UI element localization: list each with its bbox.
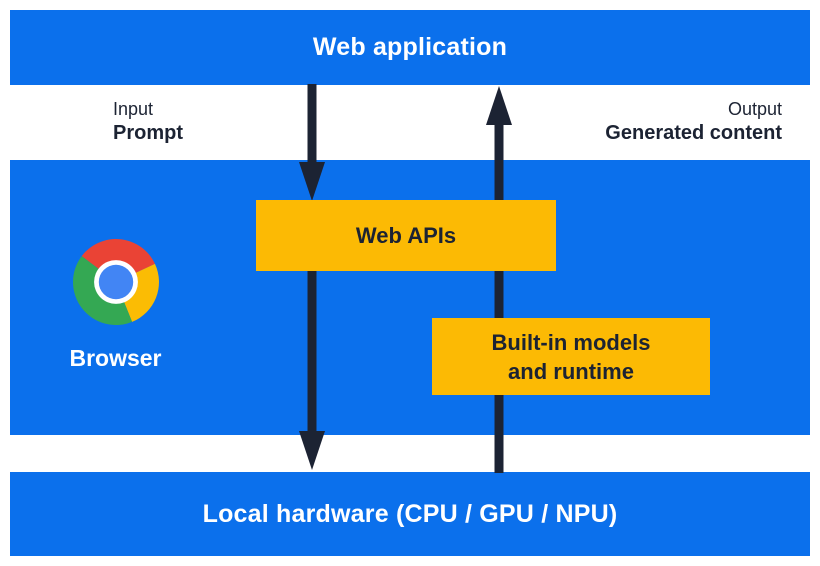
output-kind-label: Output	[727, 99, 782, 119]
web-application-bar: Web application	[10, 10, 810, 85]
input-kind-label: Input	[113, 99, 154, 119]
builtin-models-label-line2: and runtime	[508, 358, 634, 384]
chrome-logo-icon	[72, 239, 159, 325]
output-annotation: Output Generated content	[605, 98, 782, 144]
arrow-down-icon	[299, 431, 325, 470]
web-application-label: Web application	[312, 33, 508, 61]
output-value-label: Generated content	[605, 122, 782, 144]
arrow-down-line	[307, 84, 317, 166]
local-hardware-label: Local hardware (CPU / GPU / NPU)	[202, 499, 618, 528]
builtin-models-label-line1: Built-in models	[491, 329, 651, 355]
chrome-logo-center	[98, 264, 133, 300]
input-annotation: Input Prompt	[113, 98, 183, 144]
local-hardware-bar: Local hardware (CPU / GPU / NPU)	[10, 472, 810, 556]
web-apis-label: Web APIs	[355, 223, 457, 248]
arrow-up-icon	[486, 86, 512, 125]
builtin-models-box: Built-in models and runtime	[432, 318, 710, 395]
web-apis-box: Web APIs	[256, 200, 556, 271]
browser-identity: Browser	[55, 239, 176, 372]
input-value-label: Prompt	[113, 122, 183, 144]
browser-label: Browser	[69, 345, 162, 371]
